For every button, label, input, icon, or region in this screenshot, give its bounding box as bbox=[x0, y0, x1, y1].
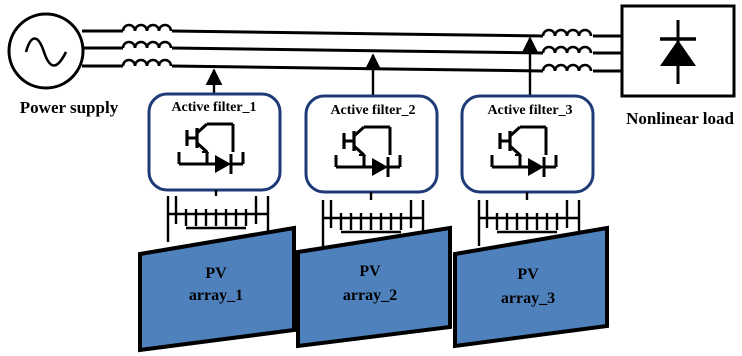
nonlinear-load-label: Nonlinear load bbox=[626, 109, 734, 128]
active-filter-3: Active filter_3 bbox=[460, 94, 595, 194]
pv-label: array_2 bbox=[343, 287, 397, 304]
pv-label: PV bbox=[517, 266, 539, 283]
pv-array-2: PV array_2 bbox=[296, 225, 452, 349]
filter-label: Active filter_3 bbox=[487, 103, 572, 118]
active-filter-1: Active filter_1 bbox=[147, 92, 282, 192]
filter-label: Active filter_2 bbox=[330, 103, 415, 118]
filter-injection-arrows bbox=[205, 36, 539, 96]
ac-source-icon bbox=[7, 12, 85, 90]
three-phase-bus bbox=[82, 29, 622, 73]
pv-label: PV bbox=[205, 265, 227, 282]
filter-label: Active filter_1 bbox=[171, 100, 256, 115]
pv-label: array_1 bbox=[189, 287, 243, 304]
pv-array-3: PV array_3 bbox=[453, 225, 609, 349]
diode-icon bbox=[660, 20, 696, 84]
pv-label: array_3 bbox=[501, 290, 555, 307]
pv-label: PV bbox=[359, 263, 381, 280]
pv-array-1: PV array_1 bbox=[138, 225, 296, 353]
load-inductors bbox=[541, 28, 593, 72]
source-inductors bbox=[121, 23, 173, 67]
nonlinear-load-box bbox=[620, 4, 736, 98]
active-filter-2: Active filter_2 bbox=[304, 94, 439, 194]
power-supply-label: Power supply bbox=[20, 98, 119, 117]
